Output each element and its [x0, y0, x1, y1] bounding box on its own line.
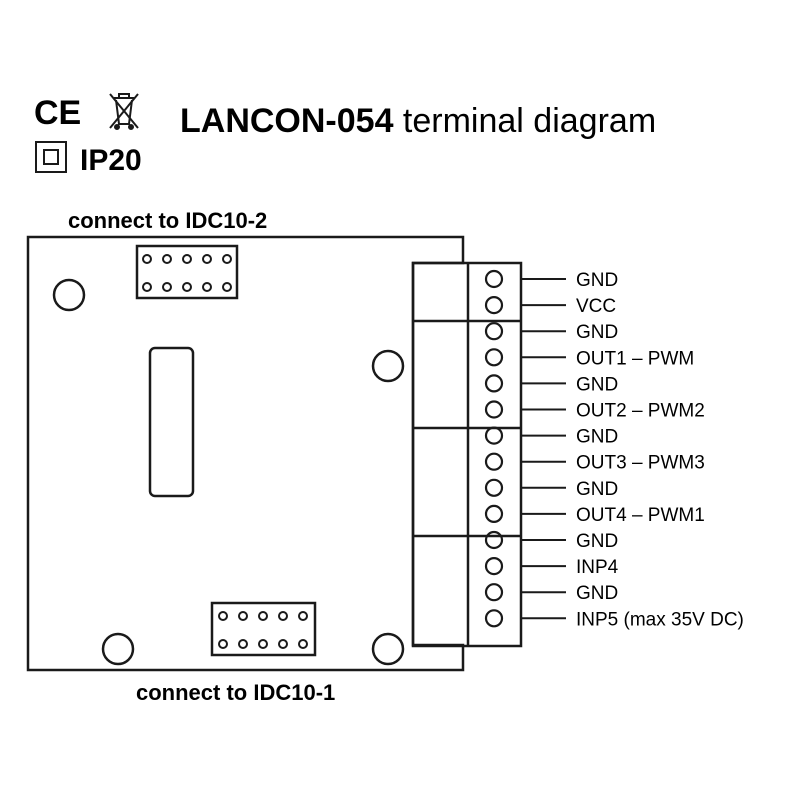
- idc10-2-header: [135, 244, 239, 300]
- idc-pin: [278, 639, 288, 649]
- page-title: LANCON-054 terminal diagram: [180, 102, 656, 140]
- terminal-row: OUT2 – PWM2: [484, 400, 705, 422]
- idc-pin: [218, 611, 228, 621]
- terminal-screw-icon: [484, 452, 504, 471]
- terminal-label: OUT4 – PWM1: [576, 505, 705, 526]
- idc-pin: [298, 611, 308, 621]
- terminal-screw-icon: [484, 609, 504, 628]
- idc-pin: [298, 639, 308, 649]
- idc-pin: [182, 282, 192, 292]
- terminal-screw-icon: [484, 322, 504, 341]
- terminal-screw-icon: [484, 583, 504, 602]
- idc-pin: [222, 282, 232, 292]
- terminal-label: OUT1 – PWM: [576, 348, 694, 369]
- weee-crossed-bin-icon: [109, 93, 139, 130]
- idc-pin: [202, 254, 212, 264]
- terminal-screw-icon: [484, 269, 504, 289]
- top-connector-label: connect to IDC10-2: [68, 208, 267, 233]
- idc-pin: [278, 611, 288, 621]
- idc-pin: [238, 639, 248, 649]
- terminal-label: OUT3 – PWM3: [576, 453, 705, 474]
- idc-pin: [142, 282, 152, 292]
- ce-mark-text: CE: [34, 94, 81, 132]
- mounting-hole: [101, 632, 135, 666]
- terminal-row: OUT1 – PWM: [484, 348, 694, 369]
- ip-rating: IP20: [80, 144, 142, 177]
- terminal-screw-icon: [484, 556, 504, 576]
- idc-pin: [182, 254, 192, 264]
- terminal-screw-icon: [484, 478, 504, 497]
- idc-pin: [238, 611, 248, 621]
- terminal-screw-icon: [484, 400, 504, 419]
- terminal-row: INP4: [484, 556, 619, 578]
- terminal-label: GND: [576, 270, 618, 291]
- terminal-label: VCC: [576, 296, 616, 317]
- title-model: LANCON-054: [180, 102, 394, 140]
- idc-pin: [202, 282, 212, 292]
- mounting-hole: [52, 278, 86, 312]
- double-insulation-icon: [35, 141, 67, 173]
- terminal-label: GND: [576, 322, 618, 343]
- terminal-label: GND: [576, 531, 618, 552]
- bottom-connector-label: connect to IDC10-1: [136, 680, 335, 705]
- terminal-screw-icon: [484, 530, 504, 550]
- terminal-label: OUT2 – PWM2: [576, 401, 705, 422]
- terminal-label: GND: [576, 583, 618, 604]
- terminal-screw-icon: [484, 348, 504, 367]
- terminal-label: GND: [576, 427, 618, 448]
- terminal-label: INP4: [576, 557, 619, 578]
- terminal-block: [411, 261, 523, 648]
- terminal-screw-icon: [484, 504, 504, 524]
- idc-pin: [142, 254, 152, 264]
- terminal-screw-icon: [484, 374, 504, 393]
- terminal-label: GND: [576, 374, 618, 395]
- idc-pin: [162, 282, 172, 292]
- idc-pin: [258, 611, 268, 621]
- idc-pin: [258, 639, 268, 649]
- terminal-label: GND: [576, 479, 618, 500]
- terminal-row: INP5 (max 35V DC): [484, 609, 744, 630]
- terminal-screw-icon: [484, 296, 504, 315]
- idc-pin: [222, 254, 232, 264]
- terminal-row: GND: [484, 374, 618, 395]
- idc-pin: [162, 254, 172, 264]
- terminal-row: OUT3 – PWM3: [484, 452, 705, 474]
- pcb-outline: [26, 235, 465, 672]
- board-slot: [148, 346, 195, 498]
- terminal-row: GND: [484, 322, 618, 343]
- terminal-row: GND: [484, 478, 618, 500]
- title-rest: terminal diagram: [393, 102, 656, 140]
- terminal-row: VCC: [484, 296, 616, 317]
- mounting-hole: [371, 632, 405, 666]
- ce-mark-icon: CE: [34, 94, 81, 132]
- terminal-row: OUT4 – PWM1: [484, 504, 705, 526]
- terminal-screw-icon: [484, 426, 504, 445]
- terminal-row: GND: [484, 426, 618, 448]
- terminal-row: GND: [484, 530, 618, 552]
- idc10-1-header: [210, 601, 317, 657]
- terminal-row: GND: [484, 583, 618, 604]
- idc-pin: [218, 639, 228, 649]
- terminal-label: INP5 (max 35V DC): [576, 609, 744, 630]
- terminal-row: GND: [484, 269, 618, 291]
- mounting-hole: [371, 349, 405, 383]
